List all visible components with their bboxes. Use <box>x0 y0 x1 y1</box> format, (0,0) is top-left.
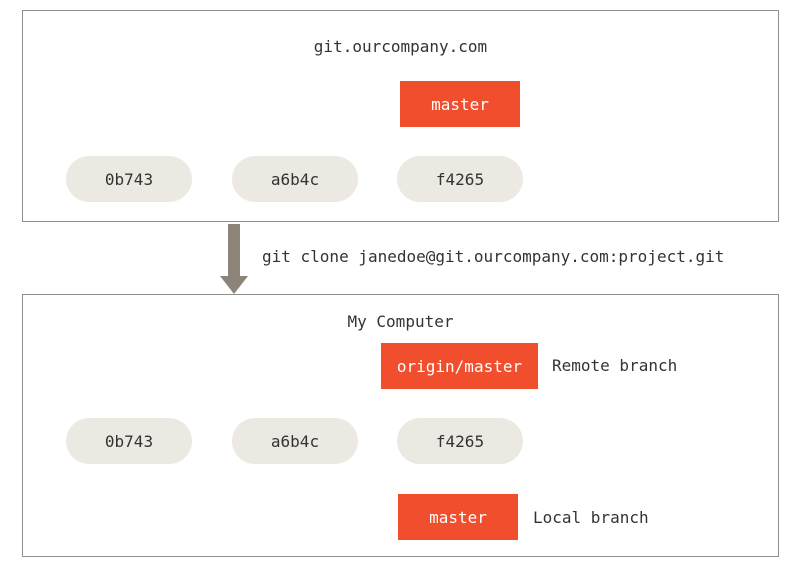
remote-commit-f4265: f4265 <box>397 156 523 202</box>
clone-command: git clone janedoe@git.ourcompany.com:pro… <box>262 247 725 266</box>
remote-commit-0b743: 0b743 <box>66 156 192 202</box>
local-branch-label: Local branch <box>533 508 649 527</box>
local-commit-f4265: f4265 <box>397 418 523 464</box>
remote-branch-label: Remote branch <box>552 356 678 375</box>
local-panel-title: My Computer <box>347 312 454 331</box>
local-master-branch: master <box>398 494 518 540</box>
local-commit-a6b4c: a6b4c <box>232 418 358 464</box>
origin-master-branch: origin/master <box>381 343 538 389</box>
remote-commit-a6b4c: a6b4c <box>232 156 358 202</box>
clone-arrow <box>220 224 248 294</box>
remote-master-branch: master <box>400 81 520 127</box>
local-commit-0b743: 0b743 <box>66 418 192 464</box>
remote-panel-title: git.ourcompany.com <box>313 37 488 56</box>
